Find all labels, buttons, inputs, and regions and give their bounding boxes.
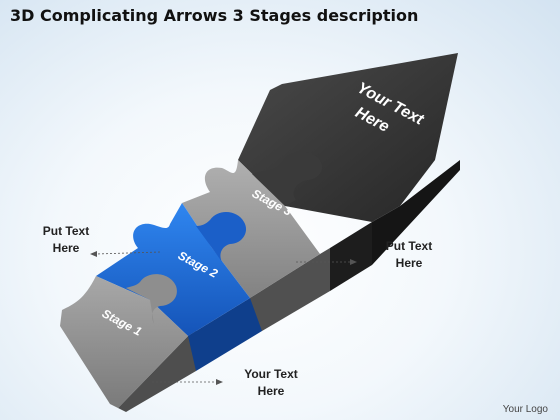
left-callout: Put Text Here xyxy=(34,223,98,257)
stage2-tab xyxy=(196,211,247,262)
arrow-side-stage1 xyxy=(118,331,196,412)
stage1-piece xyxy=(60,276,188,408)
stage1-tab xyxy=(126,274,177,324)
bottom-callout-line2: Here xyxy=(257,384,285,398)
left-callout-line1: Put Text xyxy=(42,224,90,238)
arrow-head-under xyxy=(372,160,460,265)
right-callout-line1: Put Text xyxy=(385,239,433,253)
arrow-side-head xyxy=(330,222,372,291)
right-callout-line2: Here xyxy=(395,256,423,270)
logo-text: Your Logo xyxy=(502,404,548,415)
arrow-side-stage3 xyxy=(250,248,330,331)
right-callout: Put Text Here xyxy=(374,238,444,272)
left-callout-line2: Here xyxy=(52,241,80,255)
left-leader-arrow xyxy=(90,251,161,257)
stage3-tab xyxy=(252,151,323,206)
bottom-callout-line1: Your Text xyxy=(244,367,298,381)
arrow-side-stage2 xyxy=(188,291,262,371)
stage2-piece xyxy=(96,203,250,336)
stage3-piece xyxy=(182,160,320,298)
bottom-leader-arrow xyxy=(152,379,223,385)
right-leader-arrow xyxy=(296,259,357,265)
slide-title: 3D Complicating Arrows 3 Stages descript… xyxy=(10,6,419,25)
bottom-callout: Your Text Here xyxy=(234,366,308,400)
